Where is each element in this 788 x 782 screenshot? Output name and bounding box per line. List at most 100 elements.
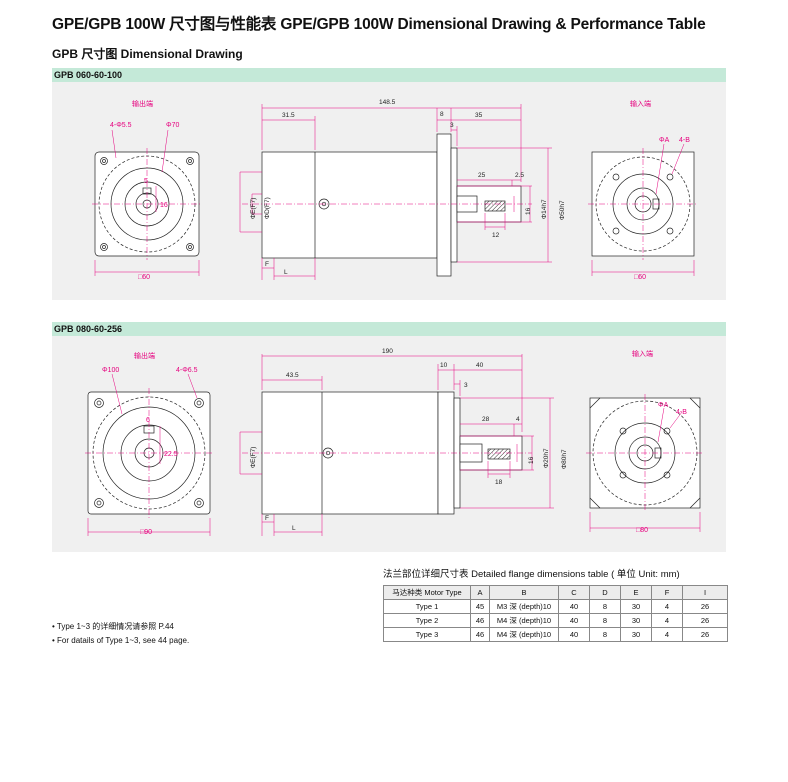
dim-16: 16 (528, 456, 535, 464)
drawing-panel-gpb080: 输出端 Φ100 4-Φ6.5 6 22.5 □90 (52, 336, 726, 552)
label-output-end: 输出端 (132, 99, 153, 108)
label-output-end: 输出端 (134, 351, 155, 360)
dim-phi-e: ΦE(F7) (250, 198, 257, 219)
dim-l: L (292, 525, 296, 532)
label-square-in: □80 (636, 527, 648, 534)
dim-seg-b: 10 (440, 362, 448, 369)
table-cell: 46 (470, 627, 490, 642)
page-title: GPE/GPB 100W 尺寸图与性能表 GPE/GPB 100W Dimens… (52, 16, 706, 33)
col-header: F (651, 585, 683, 600)
side-view (242, 391, 532, 515)
label-holes: 4-Φ5.5 (110, 122, 132, 129)
table-row: Type 2 46 M4 深 (depth)10 40 8 30 4 26 (383, 613, 728, 628)
flange-dimensions-table: 马达种类 Motor Type A B C D E F I Type 1 45 … (383, 585, 728, 642)
table-cell: 30 (620, 627, 652, 642)
table-cell: Type 1 (383, 599, 471, 614)
table-cell: M4 深 (depth)10 (489, 627, 559, 642)
table-cell: M4 深 (depth)10 (489, 613, 559, 628)
table-cell: Type 3 (383, 627, 471, 642)
dim-seg-d: 3 (450, 122, 454, 129)
dim-f: F (265, 515, 269, 522)
label-holes: 4-Φ6.5 (176, 367, 198, 374)
label-phi-a: ΦA (658, 402, 669, 409)
label-4b: 4-B (676, 409, 687, 416)
label-key-height: 16 (160, 202, 168, 209)
table-cell: 26 (682, 627, 728, 642)
dim-phi14: Φ14h7 (541, 199, 548, 219)
dim-seg-c: 40 (476, 362, 484, 369)
dim-phi-d: ΦD(F7) (264, 197, 271, 219)
table-cell: 8 (589, 613, 621, 628)
col-header: A (470, 585, 490, 600)
dim-16: 16 (525, 207, 532, 215)
dim-f: F (265, 261, 269, 268)
col-header: 马达种类 Motor Type (383, 585, 471, 600)
table-cell: 30 (620, 599, 652, 614)
note-cn: • Type 1~3 的详细情况请参照 P.44 (52, 622, 174, 631)
dimensional-drawing-gpb080: 输出端 Φ100 4-Φ6.5 6 22.5 □90 (85, 348, 704, 536)
label-key-width: 5 (144, 178, 148, 185)
label-phi-a: ΦA (659, 137, 670, 144)
note-en: • For datails of Type 1~3, see 44 page. (52, 636, 190, 645)
table-cell: 4 (651, 613, 683, 628)
table-cell: M3 深 (depth)10 (489, 599, 559, 614)
label-key-width: 6 (146, 417, 150, 424)
label-square-out: □60 (138, 274, 150, 281)
col-header: I (682, 585, 728, 600)
output-end-view (85, 373, 213, 536)
table-cell: 4 (651, 599, 683, 614)
table-cell: 40 (558, 599, 590, 614)
dim-total-length: 190 (382, 348, 393, 355)
col-header: E (620, 585, 652, 600)
dim-key-length: 12 (492, 232, 500, 239)
side-view-dims (239, 354, 554, 536)
table-cell: 8 (589, 599, 621, 614)
table-cell: 4 (651, 627, 683, 642)
model-bar-gpb060: GPB 060-60-100 (52, 68, 726, 82)
input-end-view (586, 394, 704, 532)
dim-seg-a: 31.5 (282, 112, 295, 119)
table-header-row: 马达种类 Motor Type A B C D E F I (383, 585, 728, 600)
table-cell: 45 (470, 599, 490, 614)
model-bar-gpb080: GPB 080-60-256 (52, 322, 726, 336)
table-row: Type 1 45 M3 深 (depth)10 40 8 30 4 26 (383, 599, 728, 614)
label-4b: 4-B (679, 137, 690, 144)
dim-total-length: 148.5 (379, 99, 396, 106)
dim-seg-c: 35 (475, 112, 483, 119)
col-header: C (558, 585, 590, 600)
col-header: D (589, 585, 621, 600)
dim-shaft-d: 4 (516, 416, 520, 423)
dim-phi-e: ΦE(F7) (250, 447, 257, 468)
label-pcd: Φ100 (102, 367, 119, 374)
table-caption: 法兰部位详细尺寸表 Detailed flange dimensions tab… (383, 569, 680, 580)
dimensional-drawing-gpb060: 输出端 4-Φ5.5 Φ70 5 16 □60 (92, 99, 698, 281)
label-square-in: □60 (634, 274, 646, 281)
output-end-view (92, 129, 202, 276)
dim-phi80: Φ80h7 (561, 449, 568, 469)
dim-shaft-d: 2.5 (515, 172, 524, 179)
table-cell: 26 (682, 599, 728, 614)
table-cell: 8 (589, 627, 621, 642)
side-view (242, 133, 532, 277)
dim-seg-d: 3 (464, 382, 468, 389)
label-pcd: Φ70 (166, 122, 179, 129)
table-cell: 46 (470, 613, 490, 628)
section-subtitle: GPB 尺寸图 Dimensional Drawing (52, 47, 243, 61)
dim-phi50: Φ50h7 (559, 200, 566, 220)
label-square-out: □90 (140, 529, 152, 536)
col-header: B (489, 585, 559, 600)
table-cell: 30 (620, 613, 652, 628)
side-view-dims (239, 104, 552, 280)
dim-shaft-length: 28 (482, 416, 490, 423)
dim-seg-a: 43.5 (286, 372, 299, 379)
dim-seg-b: 8 (440, 111, 444, 118)
dim-shaft-length: 25 (478, 172, 486, 179)
table-cell: 40 (558, 627, 590, 642)
table-cell: 40 (558, 613, 590, 628)
label-input-end: 输入端 (632, 349, 653, 358)
label-key-height: 22.5 (164, 451, 178, 458)
input-end-view (588, 143, 698, 276)
drawing-panel-gpb060: 输出端 4-Φ5.5 Φ70 5 16 □60 (52, 82, 726, 300)
table-row: Type 3 46 M4 深 (depth)10 40 8 30 4 26 (383, 627, 728, 642)
label-input-end: 输入端 (630, 99, 651, 108)
